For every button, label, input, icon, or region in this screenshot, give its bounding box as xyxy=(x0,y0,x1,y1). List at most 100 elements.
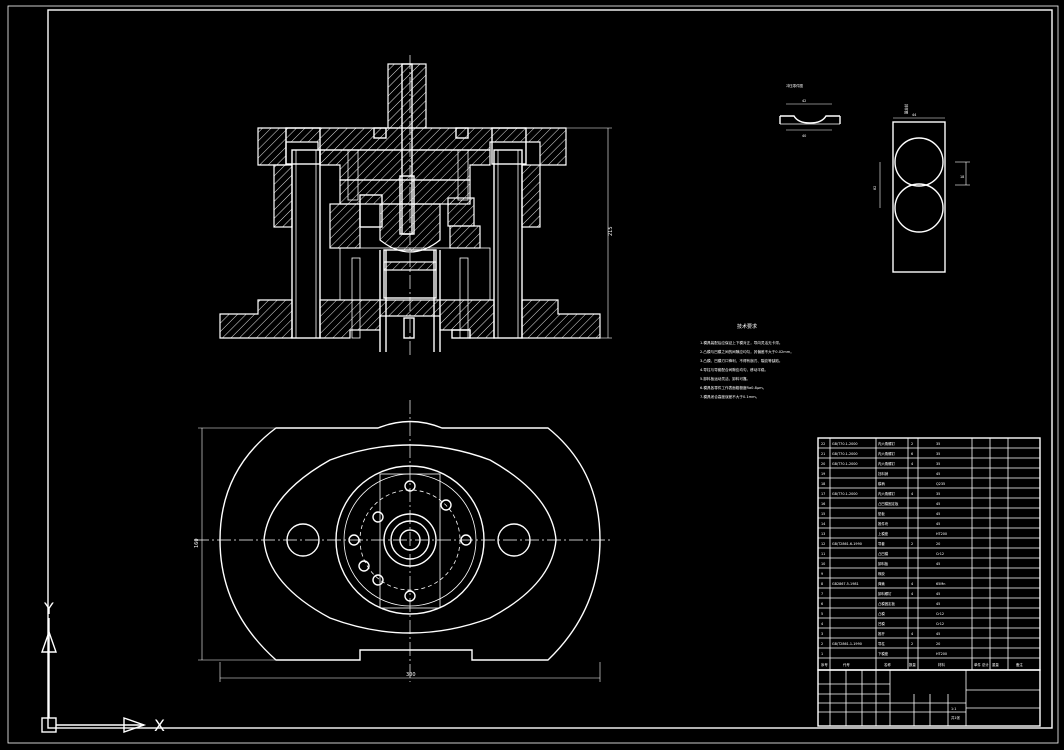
tech-notes-title: 技术要求 xyxy=(737,323,757,330)
bom-cell-qty: 2 xyxy=(911,442,913,446)
bom-cell-mat: 65Mn xyxy=(936,582,945,586)
bom-cell-no: 15 xyxy=(821,512,825,516)
strip-view-label: 排样图 xyxy=(904,104,909,115)
bom-header-mass: 重量 xyxy=(992,662,999,667)
bom-cell-mat: 35 xyxy=(936,452,940,456)
height-dimension: 215 xyxy=(608,226,614,236)
bom-cell-mat: HT200 xyxy=(936,652,947,656)
part-width-dimension: 42 xyxy=(802,99,806,103)
bom-cell-mat: 45 xyxy=(936,562,940,566)
bom-cell-no: 17 xyxy=(821,492,825,496)
bom-cell-std: GB/T2861.1-1990 xyxy=(832,642,862,646)
bom-cell-mat: 35 xyxy=(936,462,940,466)
bom-cell-mat: 45 xyxy=(936,512,940,516)
tech-note-2: 2.凸模与凹模之间的间隙应均匀，其偏差不大于0.02mm。 xyxy=(700,349,794,354)
bom-cell-name: 内六角螺钉 xyxy=(878,491,896,496)
bom-cell-mat: 45 xyxy=(936,592,940,596)
bom-cell-no: 9 xyxy=(821,572,823,576)
bom-cell-mat: 20 xyxy=(936,542,940,546)
bom-cell-qty: 2 xyxy=(911,542,913,546)
bom-cell-mat: Q235 xyxy=(936,482,945,486)
bom-cell-mat: 35 xyxy=(936,442,940,446)
bom-header-remark: 备注 xyxy=(1016,662,1023,667)
bom-header-mat: 材料 xyxy=(938,662,945,667)
bom-cell-name: 凹模 xyxy=(878,621,885,626)
bom-cell-no: 21 xyxy=(821,452,825,456)
tech-note-4: 4.导柱与导套配合间隙应均匀，移动平稳。 xyxy=(700,367,768,372)
bom-cell-name: 下模座 xyxy=(878,651,889,656)
bom-cell-qty: 4 xyxy=(911,592,913,596)
bom-cell-qty: 4 xyxy=(911,492,913,496)
bom-cell-mat: 45 xyxy=(936,522,940,526)
bom-cell-name: 橡胶 xyxy=(878,571,885,576)
bom-cell-mat: Cr12 xyxy=(936,612,944,616)
bom-cell-std: GB/T70.1-2000 xyxy=(832,452,858,456)
bom-cell-name: 内六角螺钉 xyxy=(878,461,896,466)
width-dimension: 300 xyxy=(406,672,416,678)
bom-cell-std: GB2867.5-1981 xyxy=(832,582,859,586)
bom-cell-no: 2 xyxy=(821,642,823,646)
bom-cell-no: 13 xyxy=(821,532,825,536)
bom-cell-qty: 4 xyxy=(911,462,913,466)
bom-cell-qty: 4 xyxy=(911,632,913,636)
bom-header-no: 序号 xyxy=(821,662,828,667)
strip-width-dimension: 44 xyxy=(912,113,916,117)
bom-cell-mat: 45 xyxy=(936,602,940,606)
bom-cell-name: 模柄 xyxy=(878,481,885,486)
strip-layout-view: 排样图 44 82 18 xyxy=(873,104,970,273)
plan-view: 300 160 xyxy=(194,400,612,682)
bom-cell-no: 20 xyxy=(821,462,825,466)
front-section-view: 215 xyxy=(219,55,614,358)
title-block-sheet: 共1张 xyxy=(951,715,961,720)
bom-cell-name: 凸模固定板 xyxy=(878,601,896,606)
bom-header-name: 名称 xyxy=(884,662,891,667)
strip-pitch-dimension: 18 xyxy=(960,175,964,179)
bom-cell-mat: 45 xyxy=(936,632,940,636)
bom-cell-no: 18 xyxy=(821,482,825,486)
tech-note-6: 6.模具各零件工作表面粗糙度Ra0.8μm。 xyxy=(700,385,766,390)
ucs-axis-icon: Y X xyxy=(41,599,165,735)
bom-cell-mat: 45 xyxy=(936,472,940,476)
bom-cell-std: GB/T70.1-2000 xyxy=(832,442,858,446)
bom-cell-no: 1 xyxy=(821,652,823,656)
bom-cell-name: 卸料螺钉 xyxy=(878,591,892,596)
bom-cell-name: 导柱 xyxy=(878,641,885,646)
bom-cell-name: 凸凹模 xyxy=(878,551,889,556)
bom-cell-std: GB/T70.1-2000 xyxy=(832,492,858,496)
title-block-scale: 1:1 xyxy=(951,707,956,711)
bom-cell-no: 5 xyxy=(821,612,823,616)
bom-cell-no: 19 xyxy=(821,472,825,476)
bom-header-std: 代号 xyxy=(843,662,850,667)
bom-cell-mat: Cr12 xyxy=(936,622,944,626)
bom-cell-mat: HT200 xyxy=(936,532,947,536)
tech-note-7: 7.模具闭合高度误差不大于0.1mm。 xyxy=(700,394,759,399)
bom-cell-name: 内六角螺钉 xyxy=(878,441,896,446)
strip-height-dimension: 82 xyxy=(873,186,877,190)
technical-notes: 技术要求 1.模具装配后应保证上下模对正，导向灵活无卡滞。 2.凸模与凹模之间的… xyxy=(700,323,794,399)
bom-cell-name: 垫板 xyxy=(878,511,885,516)
bom-cell-no: 16 xyxy=(821,502,825,506)
depth-dimension: 160 xyxy=(194,538,200,548)
bom-cell-no: 10 xyxy=(821,562,825,566)
ucs-x-label: X xyxy=(154,716,165,735)
bom-cell-no: 8 xyxy=(821,582,823,586)
bom-cell-no: 12 xyxy=(821,542,825,546)
tech-note-1: 1.模具装配后应保证上下模对正，导向灵活无卡滞。 xyxy=(700,340,783,345)
bom-cell-qty: 2 xyxy=(911,642,913,646)
bom-cell-qty: 6 xyxy=(911,452,913,456)
bom-cell-name: 内六角螺钉 xyxy=(878,451,896,456)
bom-cell-mat: 45 xyxy=(936,502,940,506)
bom-cell-mat: Cr12 xyxy=(936,552,944,556)
bom-cell-name: 导套 xyxy=(878,541,885,546)
bom-cell-no: 7 xyxy=(821,592,823,596)
bom-cell-name: 凸凹模固定板 xyxy=(878,501,899,506)
bom-cell-name: 推件块 xyxy=(878,521,889,526)
part-view: 冲压零件图 42 40 xyxy=(779,83,841,138)
bom-cell-no: 14 xyxy=(821,522,825,526)
bom-header-qty: 数量 xyxy=(909,662,916,667)
bom-cell-std: GB/T2861.6-1990 xyxy=(832,542,862,546)
bom-cell-name: 挡料销 xyxy=(878,471,889,476)
bom-cell-std: GB/T70.1-2000 xyxy=(832,462,858,466)
